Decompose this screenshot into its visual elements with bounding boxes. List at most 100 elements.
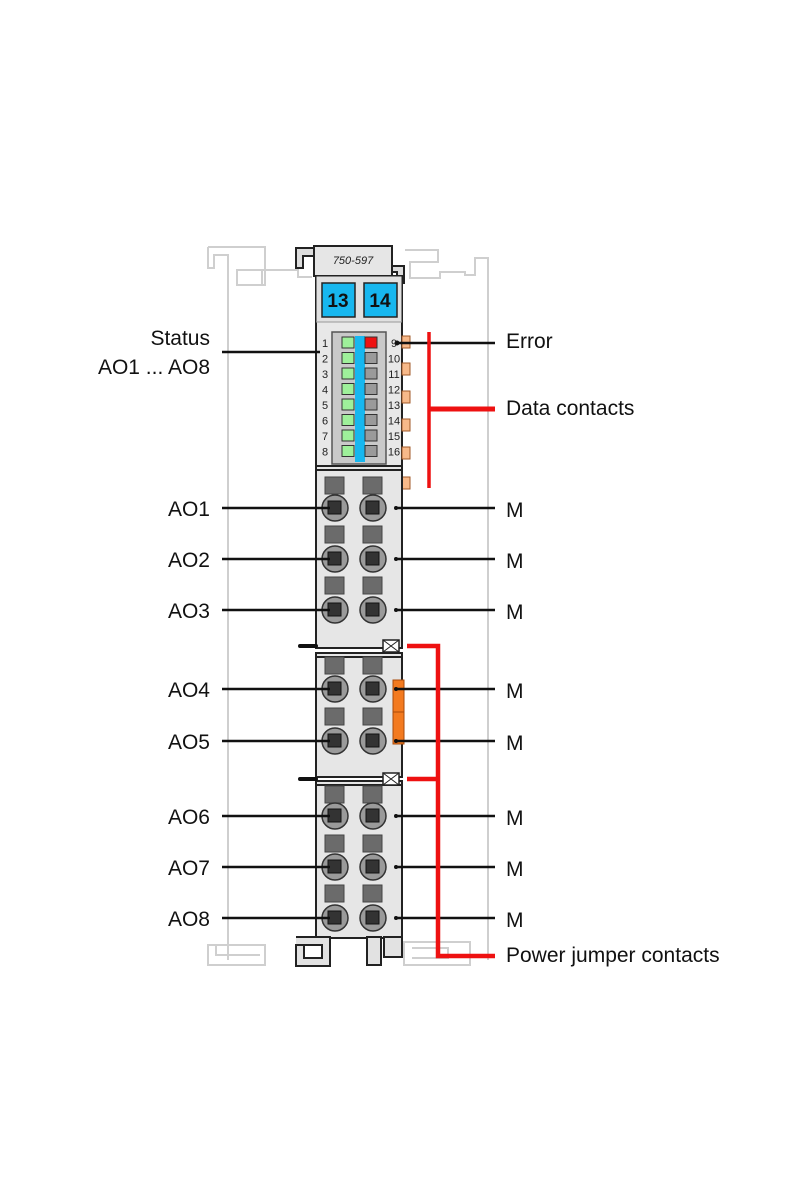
output-label-ao5: AO5	[168, 731, 210, 754]
wire-entry	[365, 910, 380, 925]
led-number-right: 10	[388, 354, 400, 366]
wire-entry	[365, 602, 380, 617]
release-tab[interactable]	[324, 785, 345, 804]
led-strip	[355, 336, 365, 462]
led-number-left: 8	[322, 447, 328, 459]
output-label-ao2: AO2	[168, 549, 210, 572]
ground-label-m: M	[506, 499, 524, 522]
led-left-5	[341, 398, 355, 411]
led-left-7	[341, 429, 355, 442]
data-contacts-bracket	[427, 332, 495, 488]
release-tab[interactable]	[362, 785, 383, 804]
led-number-left: 5	[322, 400, 328, 412]
led-group	[341, 336, 378, 457]
ground-label-m: M	[506, 909, 524, 932]
release-tab[interactable]	[362, 656, 383, 675]
ground-label-m: M	[506, 550, 524, 573]
led-right-14	[364, 414, 378, 426]
led-right-10	[364, 352, 378, 364]
ground-label-m: M	[506, 680, 524, 703]
led-numbers: 1 9 2 10 3 11 4 12 5 13 6 14 7 15 8 16	[322, 338, 400, 459]
release-tab[interactable]	[324, 884, 345, 903]
release-tab[interactable]	[324, 707, 345, 726]
power-jumper-label: Power jumper contacts	[506, 944, 720, 967]
data-contacts-label: Data contacts	[506, 397, 634, 420]
data-contact-tab	[401, 446, 411, 460]
data-contacts	[401, 335, 411, 490]
led-right-9	[364, 336, 378, 349]
led-right-12	[364, 383, 378, 395]
data-contact-tab	[401, 418, 411, 432]
release-tab[interactable]	[362, 707, 383, 726]
ground-label-m: M	[506, 732, 524, 755]
module-body: 13 14	[315, 275, 403, 467]
output-label-ao3: AO3	[168, 600, 210, 623]
output-label-ao1: AO1	[168, 498, 210, 521]
data-contact-tab	[401, 362, 411, 376]
led-number-left: 2	[322, 354, 328, 366]
release-tab[interactable]	[324, 525, 345, 544]
led-number-right: 11	[388, 369, 399, 381]
led-number-left: 6	[322, 416, 328, 428]
led-number-left: 1	[322, 338, 328, 350]
output-label-ao8: AO8	[168, 908, 210, 931]
release-tab[interactable]	[324, 834, 345, 853]
led-number-right: 12	[388, 385, 400, 397]
led-left-3	[341, 367, 355, 380]
wire-entry	[365, 681, 380, 696]
output-label-ao4: AO4	[168, 679, 210, 702]
wire-entry	[365, 551, 380, 566]
wire-entry	[365, 500, 380, 515]
status-label-line2: AO1 ... AO8	[98, 356, 210, 379]
release-tab[interactable]	[362, 576, 383, 595]
release-tab[interactable]	[324, 656, 345, 675]
din-rail-outline	[207, 246, 489, 966]
led-number-right: 13	[388, 400, 400, 412]
led-left-6	[341, 414, 355, 426]
ground-label-m: M	[506, 807, 524, 830]
release-tab[interactable]	[362, 525, 383, 544]
terminal-blocks	[298, 465, 405, 939]
wire-entry	[365, 808, 380, 823]
led-number-right: 16	[388, 447, 400, 459]
badge-13-label: 13	[327, 291, 348, 312]
data-contact-tab	[401, 476, 411, 490]
led-number-right: 15	[388, 431, 400, 443]
badge-14	[363, 282, 398, 318]
led-left-1	[341, 336, 355, 349]
led-number-left: 3	[322, 369, 328, 381]
wire-entry	[365, 733, 380, 748]
ground-label-m: M	[506, 601, 524, 624]
wire-entry	[365, 859, 380, 874]
led-right-15	[364, 429, 378, 442]
module-header: 750-597	[295, 245, 405, 284]
status-label-line1: Status	[150, 327, 210, 350]
led-number-right: 14	[388, 416, 400, 428]
release-tab[interactable]	[362, 476, 383, 495]
release-tab[interactable]	[324, 576, 345, 595]
release-tab[interactable]	[362, 834, 383, 853]
led-number-left: 4	[322, 385, 328, 397]
module-footer	[295, 936, 403, 967]
led-left-8	[341, 445, 355, 457]
release-tab[interactable]	[362, 884, 383, 903]
led-right-13	[364, 398, 378, 411]
output-label-ao7: AO7	[168, 857, 210, 880]
led-number-right: 9	[391, 338, 397, 350]
release-tab[interactable]	[324, 476, 345, 495]
right-callouts: M M M M M M M M	[394, 499, 524, 932]
error-label: Error	[506, 330, 553, 353]
model-number: 750-597	[333, 255, 374, 267]
badge-14-label: 14	[369, 291, 391, 312]
led-number-left: 7	[322, 431, 328, 443]
led-left-4	[341, 383, 355, 395]
badge-13	[321, 282, 356, 318]
led-left-2	[341, 352, 355, 364]
led-right-16	[364, 445, 378, 457]
led-right-11	[364, 367, 378, 380]
output-label-ao6: AO6	[168, 806, 210, 829]
data-contact-tab	[401, 390, 411, 404]
ground-label-m: M	[506, 858, 524, 881]
